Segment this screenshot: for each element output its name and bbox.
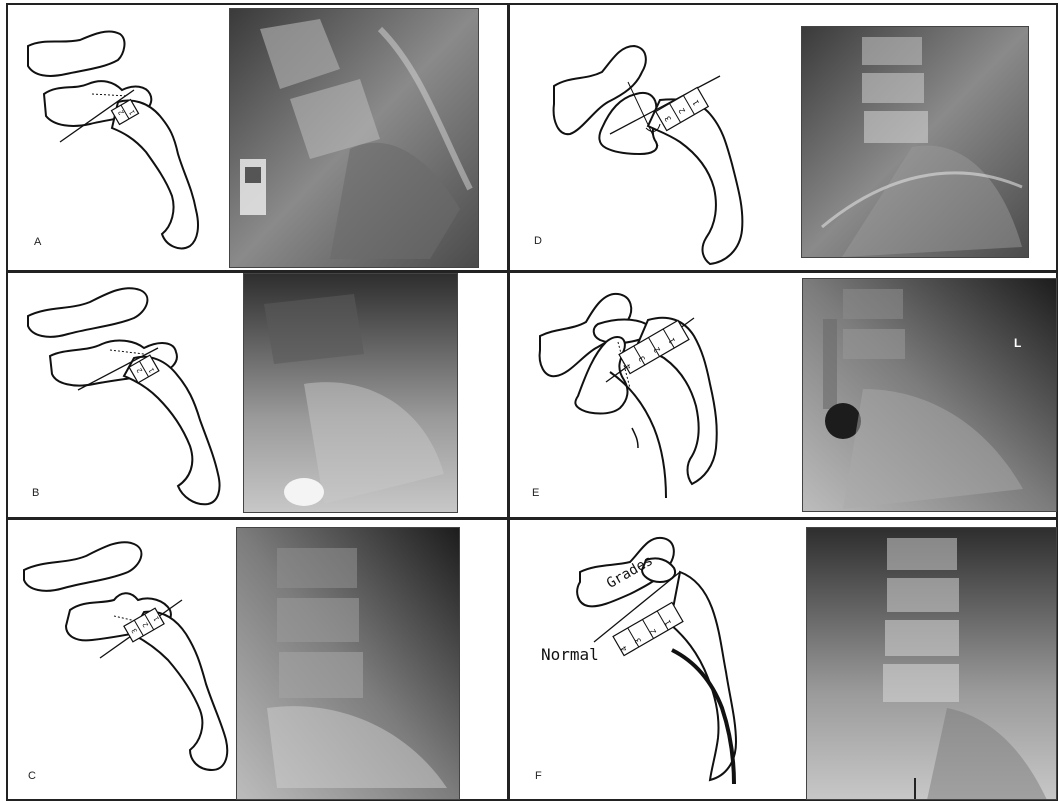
spondylolisthesis-sketch-a: 2 1 <box>14 20 214 260</box>
panel-label-e: E <box>532 487 539 499</box>
row-divider-1 <box>6 270 1058 273</box>
xray-side-marker: L <box>1014 336 1021 350</box>
panel-label-a: A <box>34 236 41 248</box>
normal-label: Normal <box>541 645 599 664</box>
spondylolisthesis-sketch-c: 3 2 1 <box>14 530 239 780</box>
radiograph-d <box>801 26 1029 258</box>
row-divider-2 <box>6 517 1058 520</box>
panel-label-b: B <box>32 487 39 499</box>
radiograph-b <box>243 273 458 513</box>
panel-label-f: F <box>535 770 542 782</box>
spondylolisthesis-sketch-d: 3 2 1 <box>540 38 750 270</box>
spondylolisthesis-sketch-b: 2 1 <box>14 280 234 510</box>
panel-label-d: D <box>534 235 542 247</box>
panel-label-c: C <box>28 770 36 782</box>
radiograph-e: L <box>802 278 1057 512</box>
radiograph-a <box>229 8 479 268</box>
radiograph-f <box>806 527 1057 800</box>
column-divider <box>507 3 510 801</box>
radiograph-c <box>236 527 460 800</box>
spondylolisthesis-sketch-e: 4 3 2 1 <box>530 288 740 508</box>
